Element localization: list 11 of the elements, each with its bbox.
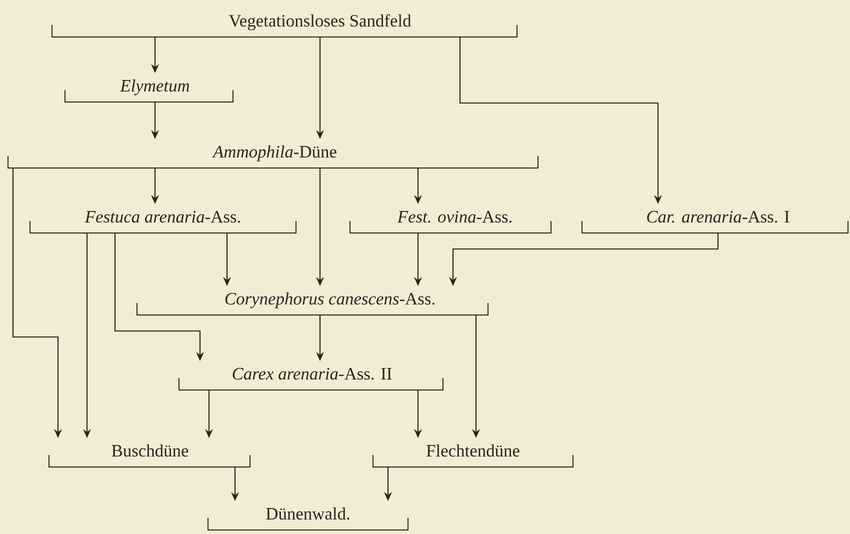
- bracketed-label: Vegetationsloses Sandfeld: [52, 14, 518, 38]
- bracketed-label: Festuca arenaria-Ass.: [30, 210, 296, 234]
- bracketed-label: Corynephorus canescens-Ass.: [136, 292, 488, 316]
- bracketed-label: Dünenwald.: [208, 507, 408, 530]
- bracketed-label: Fest. ovina-Ass.: [350, 210, 552, 234]
- bracketed-label: Carex arenaria-Ass. II: [178, 368, 444, 390]
- bracketed-label: Ammophila-Düne: [8, 145, 538, 168]
- bracketed-label: Buschdüne: [48, 444, 250, 468]
- bracketed-label: Car. arenaria-Ass. I: [582, 210, 848, 234]
- bracketed-label: Elymetum: [64, 79, 234, 102]
- bracketed-label: Flechtendüne: [372, 444, 574, 468]
